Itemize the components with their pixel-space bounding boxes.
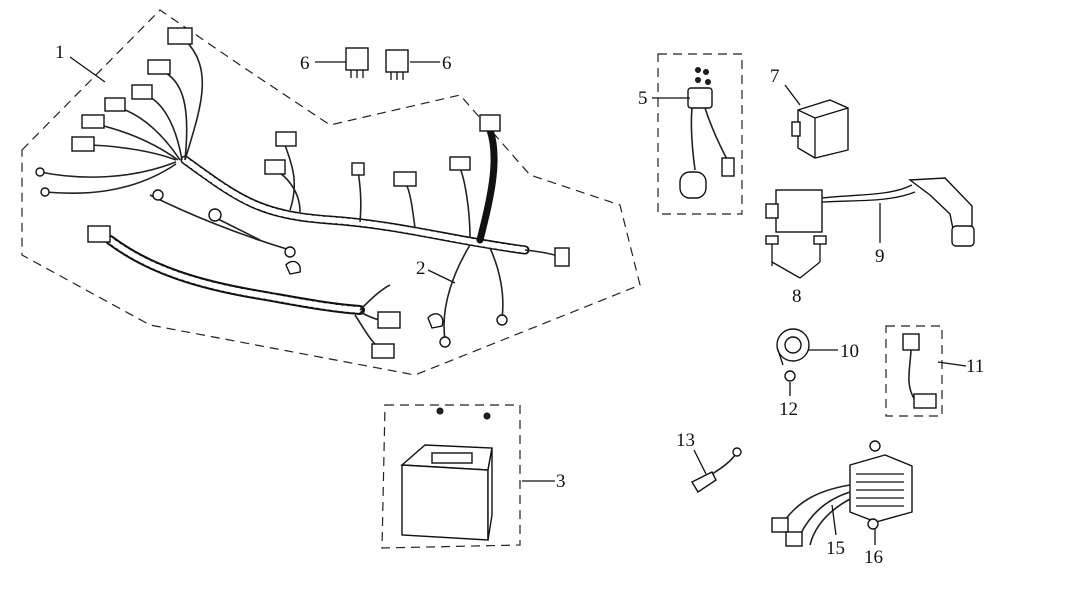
flasher-relay-icon — [791, 99, 849, 159]
horn-icon — [776, 328, 810, 366]
callout-11: 11 — [966, 356, 984, 377]
wiring-harness-icon — [21, 9, 641, 376]
bolt-icon — [765, 235, 827, 266]
callout-15: 15 — [826, 538, 845, 559]
callout-3: 3 — [556, 471, 566, 492]
nut-icon — [784, 370, 796, 382]
callout-6a: 6 — [300, 53, 310, 74]
ignition-coil-icon — [765, 177, 975, 247]
sensor-wire-icon — [885, 325, 943, 417]
screw-icon — [867, 440, 881, 530]
callout-2: 2 — [416, 258, 426, 279]
regulator-rectifier-icon — [771, 454, 913, 547]
callout-13: 13 — [676, 430, 695, 451]
switch-icon — [691, 447, 742, 493]
callout-16: 16 — [864, 547, 883, 568]
battery-icon — [381, 404, 521, 549]
callout-10: 10 — [840, 341, 859, 362]
callout-8: 8 — [792, 286, 802, 307]
callout-1: 1 — [55, 42, 65, 63]
callout-5: 5 — [638, 88, 648, 109]
callout-9: 9 — [875, 246, 885, 267]
starter-relay-icon — [657, 53, 743, 215]
relay-icon — [345, 47, 409, 80]
leader-lines — [69, 56, 967, 545]
callout-6b: 6 — [442, 53, 452, 74]
callout-12: 12 — [779, 399, 798, 420]
callout-7: 7 — [770, 66, 780, 87]
